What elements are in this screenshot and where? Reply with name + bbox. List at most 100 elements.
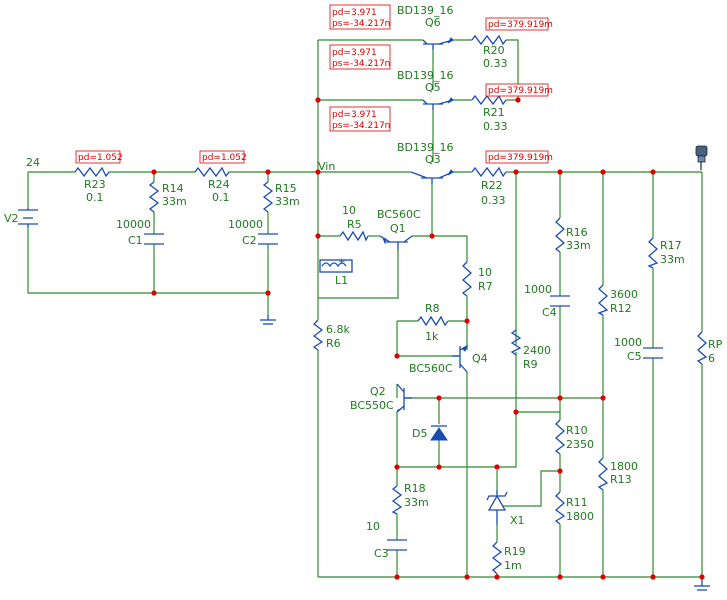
resistor-symbol-r24 (194, 166, 230, 178)
label-d5: D5 (412, 427, 427, 440)
label-r23: R23 (84, 178, 106, 191)
label-c1: C1 (128, 234, 143, 247)
value-c4: 1000 (524, 283, 552, 296)
value-r11: 1800 (566, 510, 594, 523)
net-label-vin: Vin (318, 160, 335, 173)
resistor-symbol-r13 (597, 457, 609, 491)
label-x1: X1 (510, 514, 525, 527)
label-r15: R15 (275, 182, 297, 195)
resistor-symbol-r14 (148, 181, 160, 213)
ground-symbol-input (260, 315, 276, 325)
value-r23: 0.1 (86, 191, 104, 204)
svg-text:+: + (338, 257, 346, 267)
resistor-symbol-r12 (597, 284, 609, 316)
capacitor-symbol-c2 (258, 233, 278, 245)
value-r8: 1k (425, 330, 439, 343)
label-q6: Q6 (425, 16, 441, 29)
label-r6: R6 (326, 337, 341, 350)
transistor-symbol-q6 (422, 37, 454, 50)
label-c2: C2 (242, 234, 257, 247)
resistor-symbol-r8 (417, 315, 449, 327)
value-r6: 6.8k (326, 323, 350, 336)
label-r12: R12 (610, 302, 632, 315)
annotation-q5-ps: ps=-34.217n (332, 59, 390, 69)
resistor-symbol-r5 (339, 230, 369, 242)
model-q3: BD139_16 (397, 141, 454, 154)
resistor-symbol-r22 (471, 166, 507, 178)
resistor-symbol-r16 (554, 217, 566, 253)
label-q1: Q1 (390, 222, 406, 235)
label-q2: Q2 (370, 385, 386, 398)
annotation-q5-pd: pd=3.971 (332, 48, 377, 58)
transistor-symbol-q1 (379, 235, 413, 250)
label-r5: R5 (347, 218, 362, 231)
value-r22: 0.33 (481, 194, 506, 207)
probe-icon[interactable] (695, 145, 708, 170)
annotation-q6-pd: pd=3.971 (332, 8, 377, 18)
transistor-symbol-q4 (452, 344, 469, 373)
model-q5: BD139_16 (397, 69, 454, 82)
value-rp: 6 (708, 352, 715, 365)
annotation-q3-pd: pd=3.971 (332, 110, 377, 120)
value-c2: 10000 (228, 218, 263, 231)
wires (27, 39, 703, 578)
value-r14: 33m (162, 195, 187, 208)
value-r20: 0.33 (483, 57, 508, 70)
label-r17: R17 (660, 239, 682, 252)
transistor-symbol-q3 (410, 169, 454, 184)
value-r18: 33m (404, 496, 429, 509)
label-r10: R10 (566, 424, 588, 437)
resistor-symbol-r6 (312, 319, 324, 351)
component-labels: 24 Vin V2 R23 0.1 R14 33m 10000 C1 R24 0… (4, 4, 723, 572)
label-r8: R8 (425, 302, 440, 315)
net-label-supply: 24 (26, 156, 40, 169)
annotation-pd-r22: pd=379.919m (488, 153, 553, 163)
inductor-symbol-l1: + (319, 257, 353, 273)
label-rp: RP (708, 338, 723, 351)
label-q5: Q5 (425, 81, 441, 94)
annotation-q6-ps: ps=-34.217n (332, 19, 390, 29)
resistor-symbol-r19 (491, 541, 503, 575)
value-r16: 33m (566, 239, 591, 252)
label-r13: R13 (610, 473, 632, 486)
label-r11: R11 (566, 496, 588, 509)
label-c5: C5 (627, 350, 642, 363)
resistor-symbol-r10 (554, 419, 566, 455)
annotation-pd-r21: pd=379.919m (488, 86, 553, 96)
capacitor-symbol-c3 (387, 539, 407, 551)
annotation-q3-ps: ps=-34.217n (332, 121, 390, 131)
model-q1: BC560C (377, 208, 421, 221)
label-r16: R16 (566, 226, 588, 239)
diode-symbol-d5 (430, 425, 448, 441)
value-c5: 1000 (614, 336, 642, 349)
resistor-symbol-r17 (647, 237, 659, 269)
annotation-pd-r23: pd=1.052 (78, 153, 123, 163)
resistor-symbol-r23 (74, 166, 110, 178)
label-r18: R18 (404, 482, 426, 495)
label-c4: C4 (542, 306, 557, 319)
resistor-symbol-r18 (391, 485, 403, 515)
value-c3: 10 (366, 520, 380, 533)
resistor-symbol-r20 (471, 34, 507, 46)
model-q2: BC550C (350, 399, 394, 412)
value-r15: 33m (275, 195, 300, 208)
battery-symbol-v2 (18, 208, 38, 228)
value-r10: 2350 (566, 438, 594, 451)
value-r21: 0.33 (483, 120, 508, 133)
value-r19: 1m (504, 559, 522, 572)
annotation-pd-r24: pd=1.052 (202, 153, 247, 163)
label-q3: Q3 (425, 153, 441, 166)
annotation-pd-r20: pd=379.919m (488, 20, 553, 30)
value-r17: 33m (660, 253, 685, 266)
transistor-symbol-q2 (396, 383, 412, 413)
capacitor-symbol-c5 (643, 347, 663, 359)
annotation-boxes (75, 4, 549, 164)
label-r14: R14 (162, 182, 184, 195)
label-l1: L1 (335, 274, 348, 287)
value-r12: 3600 (610, 288, 638, 301)
label-r9: R9 (523, 358, 538, 371)
capacitor-symbol-c4 (550, 295, 570, 307)
label-r22: R22 (481, 179, 503, 192)
resistor-symbol-r11 (554, 491, 566, 525)
